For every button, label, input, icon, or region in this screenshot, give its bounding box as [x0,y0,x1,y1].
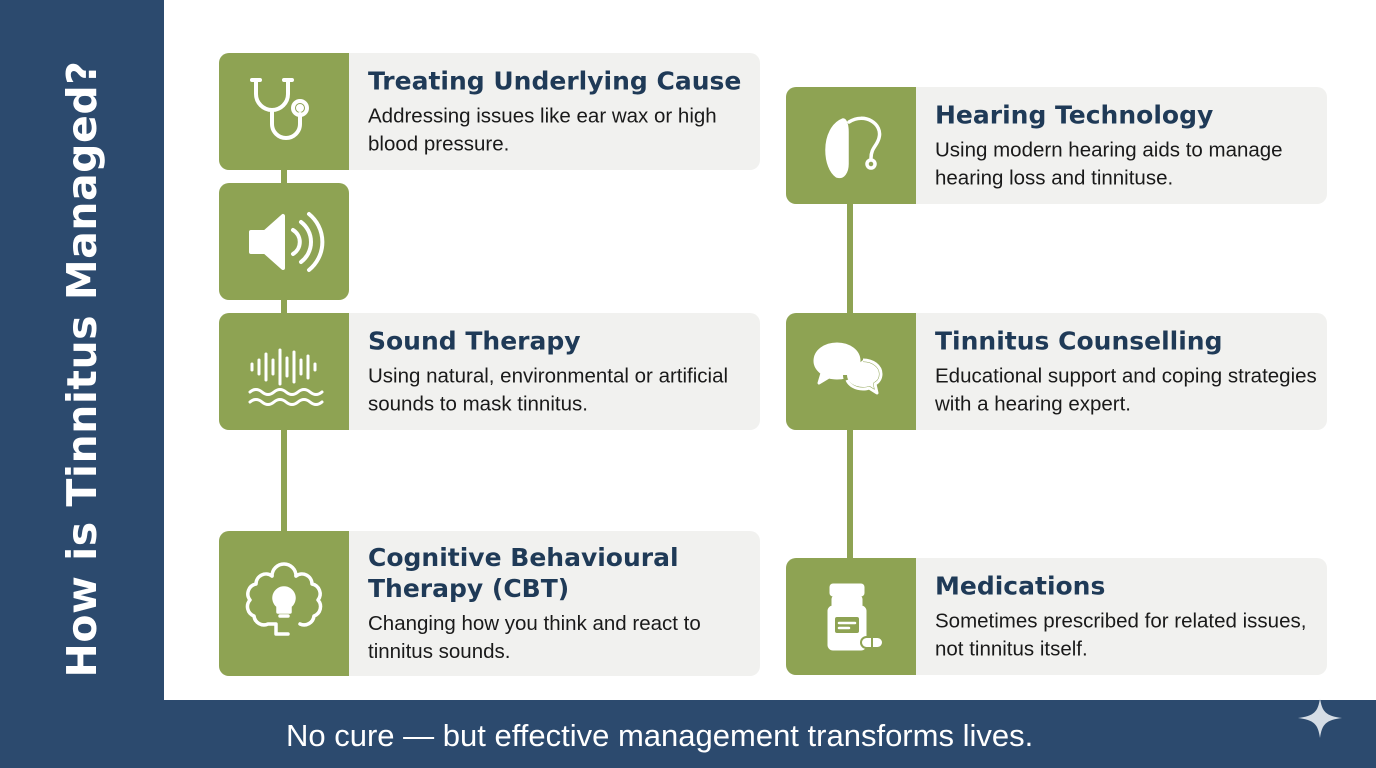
sound-wave-icon [248,348,324,406]
left-connector-2 [281,298,287,316]
footer-tagline: No cure — but effective management trans… [286,718,1034,753]
card-description: Sometimes prescribed for related issues,… [935,609,1307,660]
pill-bottle-icon [827,583,884,650]
footer-banner: No cure — but effective management trans… [0,700,1376,768]
card-sound-therapy: Sound Therapy Using natural, environment… [219,313,760,430]
card-heading: Cognitive Behavioural Therapy (CBT) [368,542,679,603]
card-description: Using natural, environmental or artifici… [368,364,729,415]
card-heading: Treating Underlying Cause [368,66,742,95]
card-cbt: Cognitive Behavioural Therapy (CBT) Chan… [219,531,760,676]
sidebar: How is Tinnitus Managed? [0,0,164,768]
card-medications: Medications Sometimes prescribed for rel… [786,558,1327,675]
sparkle-icon [1298,698,1342,738]
card-description: Educational support and coping strategie… [935,364,1317,415]
stethoscope-icon [250,77,309,140]
card-treating-underlying-cause: Treating Underlying Cause Addressing iss… [219,53,760,170]
card-hearing-technology: Hearing Technology Using modern hearing … [786,87,1327,204]
card-description: Addressing issues like ear wax or high b… [368,104,717,155]
right-connector-1 [847,202,853,316]
card-heading: Sound Therapy [368,326,581,355]
speaker-tile [219,183,349,300]
card-description: Using modern hearing aids to manage hear… [935,138,1283,189]
card-heading: Medications [935,571,1106,600]
card-heading: Tinnitus Counselling [935,326,1223,355]
hearing-aid-icon [825,116,882,178]
left-connector-1 [281,168,287,186]
brain-lightbulb-icon [245,561,323,636]
page-title: How is Tinnitus Managed? [58,60,106,678]
speech-bubbles-icon [813,342,883,395]
card-tinnitus-counselling: Tinnitus Counselling Educational support… [786,313,1327,430]
right-connector-2 [847,428,853,560]
card-description: Changing how you think and react to tinn… [368,611,701,663]
speaker-icon [249,211,325,272]
left-connector-3 [281,428,287,532]
card-heading: Hearing Technology [935,100,1214,129]
